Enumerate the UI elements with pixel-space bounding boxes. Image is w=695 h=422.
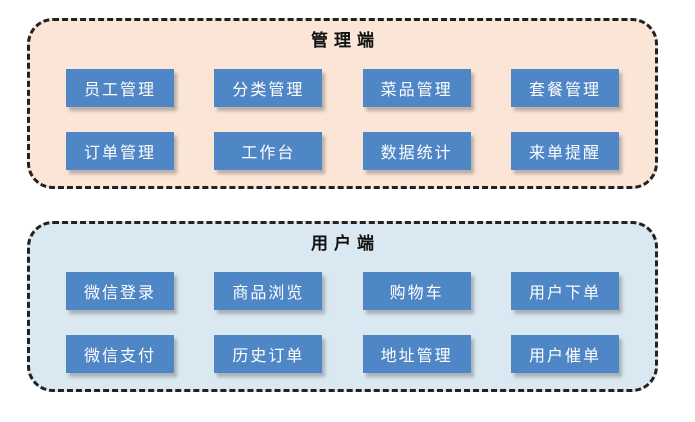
incoming-order-reminder-box: 来单提醒: [510, 132, 619, 170]
category-management-box: 分类管理: [214, 69, 323, 107]
dish-management-box: 菜品管理: [362, 69, 471, 107]
data-statistics-box: 数据统计: [362, 132, 471, 170]
user-place-order-box: 用户下单: [510, 272, 619, 310]
address-management-box: 地址管理: [362, 335, 471, 373]
admin-panel-title: 管理端: [311, 31, 380, 50]
product-browsing-box: 商品浏览: [214, 272, 323, 310]
order-history-box: 历史订单: [214, 335, 323, 373]
setmeal-management-box: 套餐管理: [510, 69, 619, 107]
user-urge-order-box: 用户催单: [510, 335, 619, 373]
wechat-login-box: 微信登录: [66, 272, 174, 310]
user-button-grid: 微信登录 商品浏览 购物车 用户下单 微信支付 历史订单 地址管理 用户催单: [30, 255, 655, 373]
shopping-cart-box: 购物车: [362, 272, 471, 310]
wechat-payment-box: 微信支付: [66, 335, 174, 373]
admin-button-grid: 员工管理 分类管理 菜品管理 套餐管理 订单管理 工作台 数据统计 来单提醒: [30, 52, 655, 170]
employee-management-box: 员工管理: [66, 69, 174, 107]
order-management-box: 订单管理: [66, 132, 174, 170]
workbench-box: 工作台: [214, 132, 323, 170]
user-panel: 用户端 微信登录 商品浏览 购物车 用户下单 微信支付 历史订单 地址管理 用户…: [27, 221, 658, 392]
admin-panel: 管理端 员工管理 分类管理 菜品管理 套餐管理 订单管理 工作台 数据统计 来单…: [27, 18, 658, 189]
user-panel-title: 用户端: [311, 234, 380, 253]
